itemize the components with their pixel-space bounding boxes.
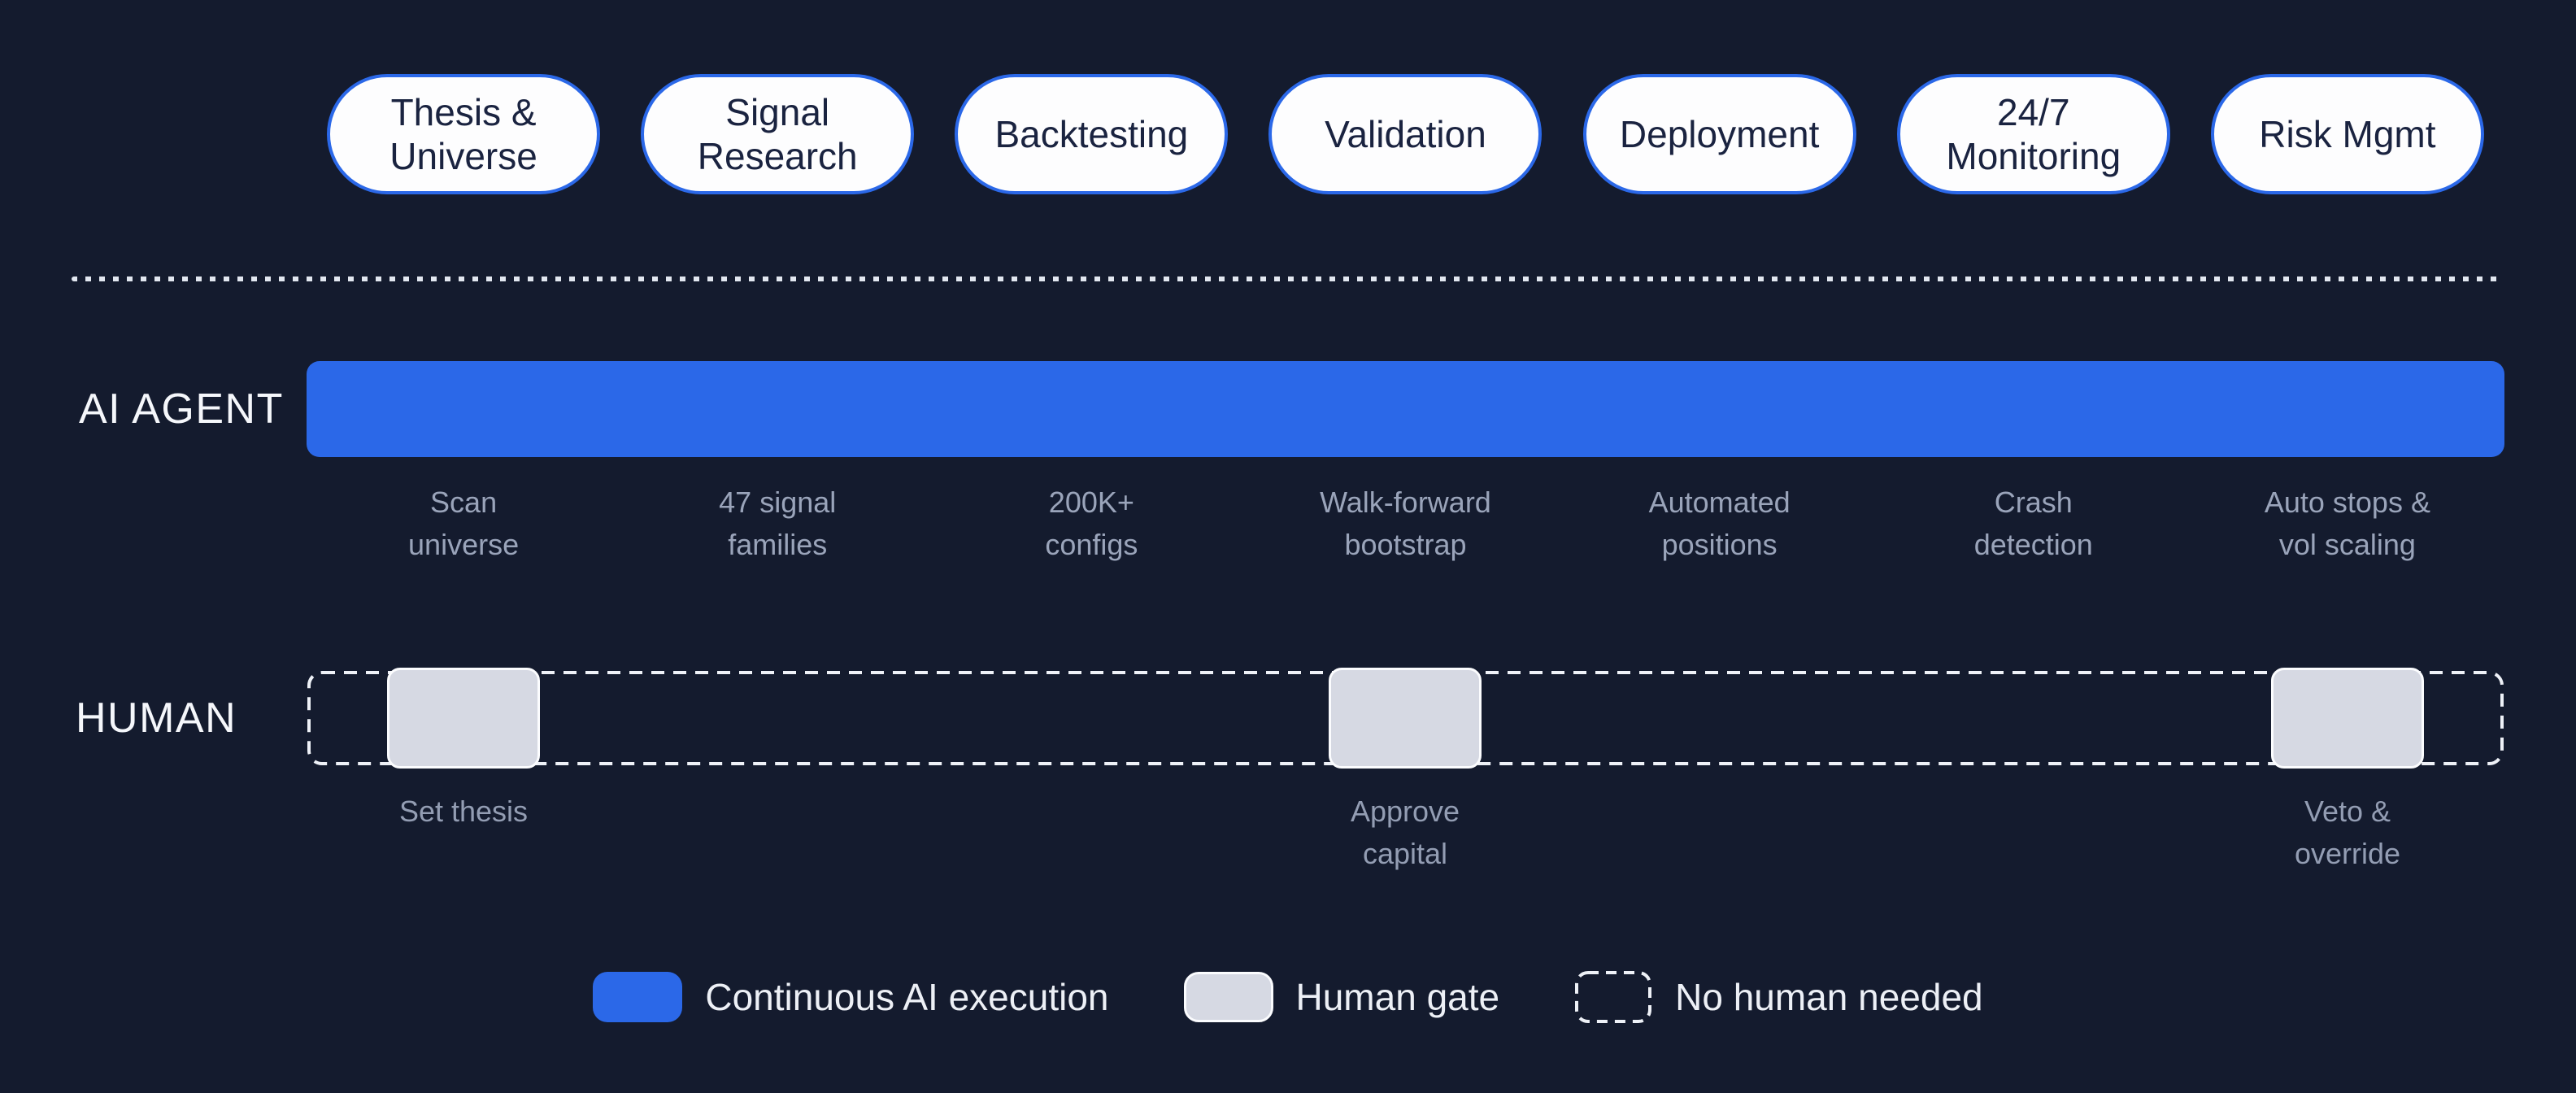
gate-label-veto-override: Veto & override: [2294, 795, 2401, 870]
stage-pill-validation: Validation: [1268, 74, 1543, 194]
stage-pill-thesis-universe: Thesis & Universe: [327, 74, 601, 194]
legend-item-none: No human needed: [1574, 970, 1983, 1024]
human-gate-track: [307, 668, 2504, 769]
legend-label-none: No human needed: [1675, 976, 1983, 1018]
ai-task-walk-forward: Walk-forward bootstrap: [1320, 486, 1491, 561]
human-row-label: HUMAN: [76, 695, 237, 742]
stage-pill-monitoring: 24/7 Monitoring: [1896, 74, 2170, 194]
stage-pill-risk-mgmt: Risk Mgmt: [2210, 74, 2484, 194]
stage-pill-row: Thesis & Universe Signal Research Backte…: [307, 74, 2504, 194]
gate-label-set-thesis: Set thesis: [398, 795, 529, 828]
legend-item-ai: Continuous AI execution: [593, 972, 1109, 1022]
human-gate-block-approve-capital: [1329, 668, 1482, 769]
legend-label-human: Human gate: [1295, 976, 1500, 1018]
ai-agent-row-label: AI AGENT: [79, 385, 284, 433]
ai-continuous-bar: [307, 361, 2504, 457]
ai-task-configs: 200K+ configs: [1045, 486, 1138, 561]
ai-task-signal-families: 47 signal families: [719, 486, 837, 561]
gate-label-approve-capital: Approve capital: [1350, 795, 1460, 870]
legend-swatch-human-gray: [1183, 972, 1273, 1022]
legend-item-human: Human gate: [1183, 972, 1500, 1022]
ai-task-crash-detection: Crash detection: [1973, 486, 2093, 561]
dotted-divider: [72, 277, 2504, 281]
ai-task-auto-stops: Auto stops & vol scaling: [2264, 486, 2430, 561]
stage-pill-signal-research: Signal Research: [641, 74, 915, 194]
ai-task-scan-universe: Scan universe: [408, 486, 520, 561]
ai-task-row: Scan universe 47 signal families 200K+ c…: [307, 481, 2504, 566]
human-gate-block-set-thesis: [387, 668, 540, 769]
ai-task-automated-positions: Automated positions: [1648, 486, 1791, 561]
legend: Continuous AI execution Human gate No hu…: [0, 970, 2576, 1024]
legend-label-ai: Continuous AI execution: [705, 976, 1109, 1018]
legend-swatch-dashed: [1575, 971, 1652, 1023]
human-gate-labels: Set thesis Approve capital Veto & overri…: [307, 790, 2504, 888]
stage-pill-deployment: Deployment: [1582, 74, 1856, 194]
legend-swatch-ai-blue: [593, 972, 683, 1022]
human-gate-block-veto-override: [2271, 668, 2424, 769]
stage-pill-backtesting: Backtesting: [955, 74, 1229, 194]
